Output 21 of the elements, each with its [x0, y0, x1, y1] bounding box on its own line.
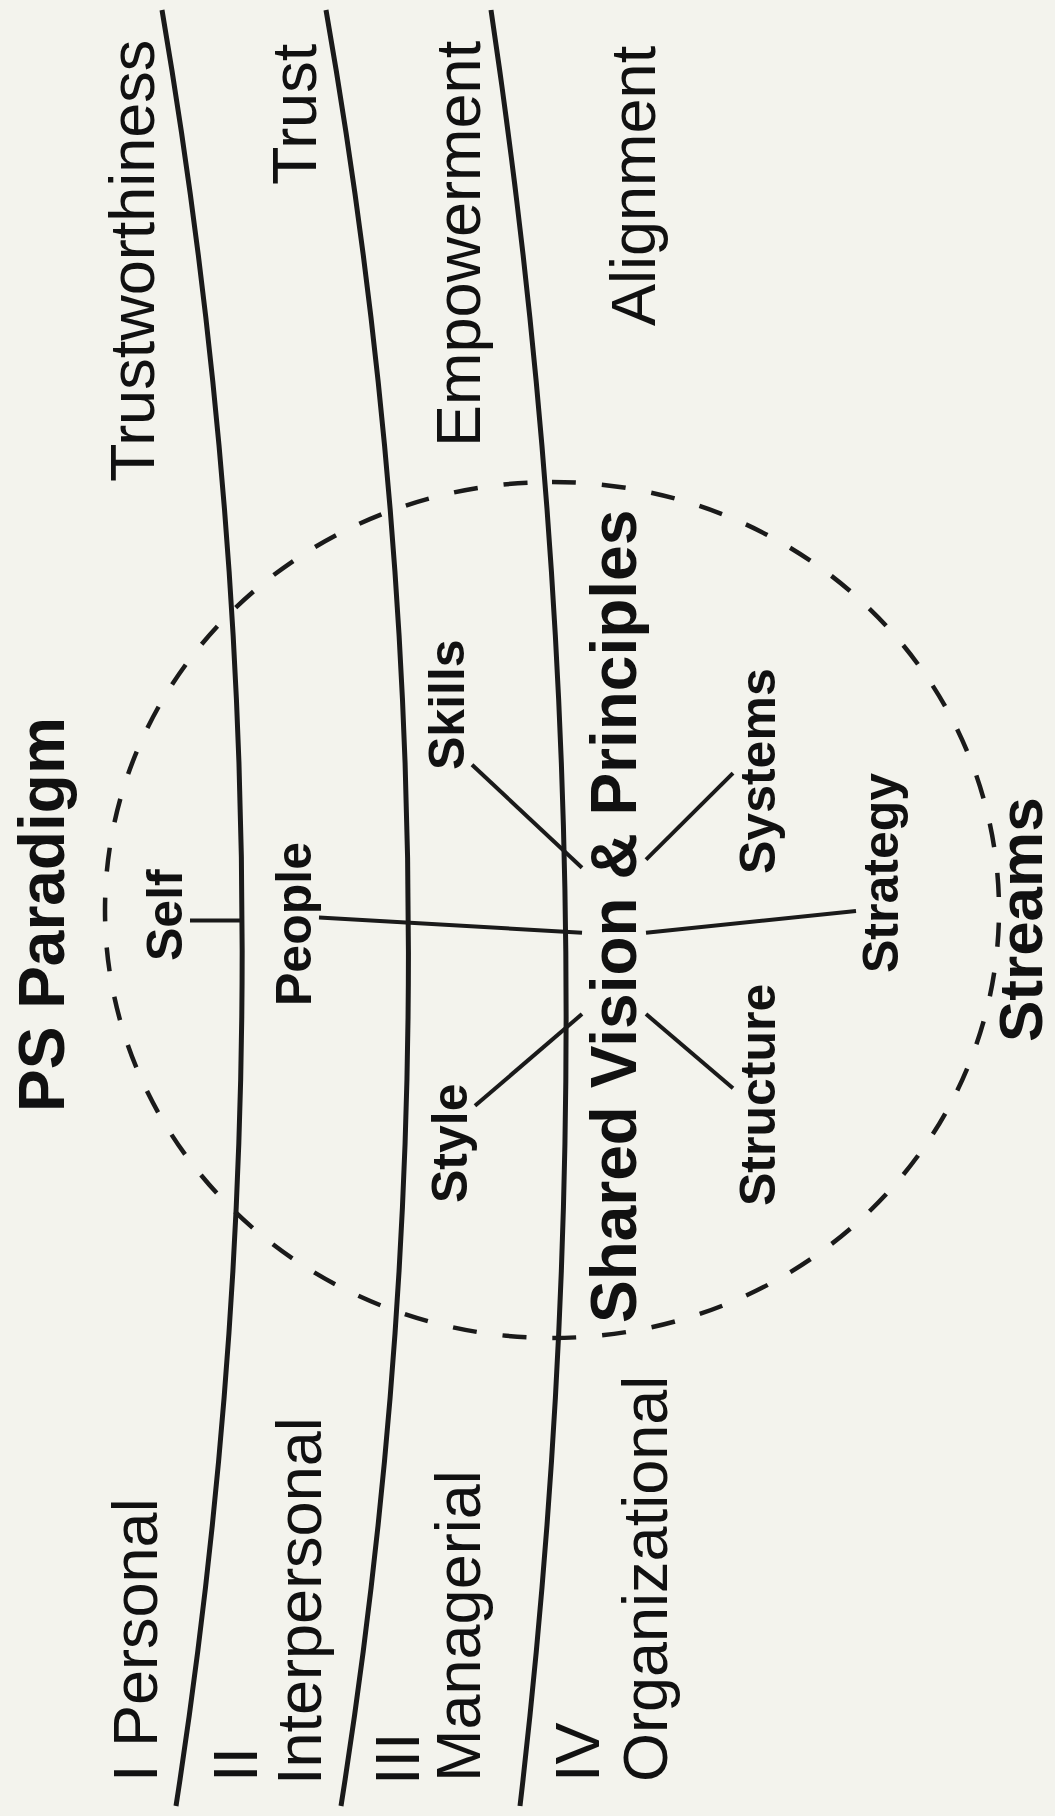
connector-line	[470, 763, 584, 870]
row-label: Trustworthiness	[101, 39, 164, 482]
spoke-label: Skills	[422, 639, 472, 770]
connector-line	[644, 771, 735, 861]
spoke-label: Self	[140, 869, 190, 961]
row-label: I Personal	[104, 1498, 167, 1782]
connector-line	[644, 1012, 735, 1090]
row-label: Trust	[263, 43, 326, 185]
spoke-label: People	[269, 842, 319, 1006]
spoke-label: Style	[425, 1083, 475, 1203]
row-label: II	[204, 1747, 267, 1782]
row-label: IV	[546, 1722, 609, 1782]
connector-line	[190, 918, 243, 923]
connector-line	[318, 915, 583, 935]
connector-line	[645, 909, 857, 935]
spoke-label: Structure	[733, 983, 783, 1206]
spoke-label: Systems	[733, 668, 783, 874]
spoke-label: Strategy	[856, 772, 906, 973]
bottom-label: Streams	[990, 797, 1052, 1042]
connector-line	[473, 1012, 584, 1108]
row-label: III	[366, 1732, 429, 1785]
